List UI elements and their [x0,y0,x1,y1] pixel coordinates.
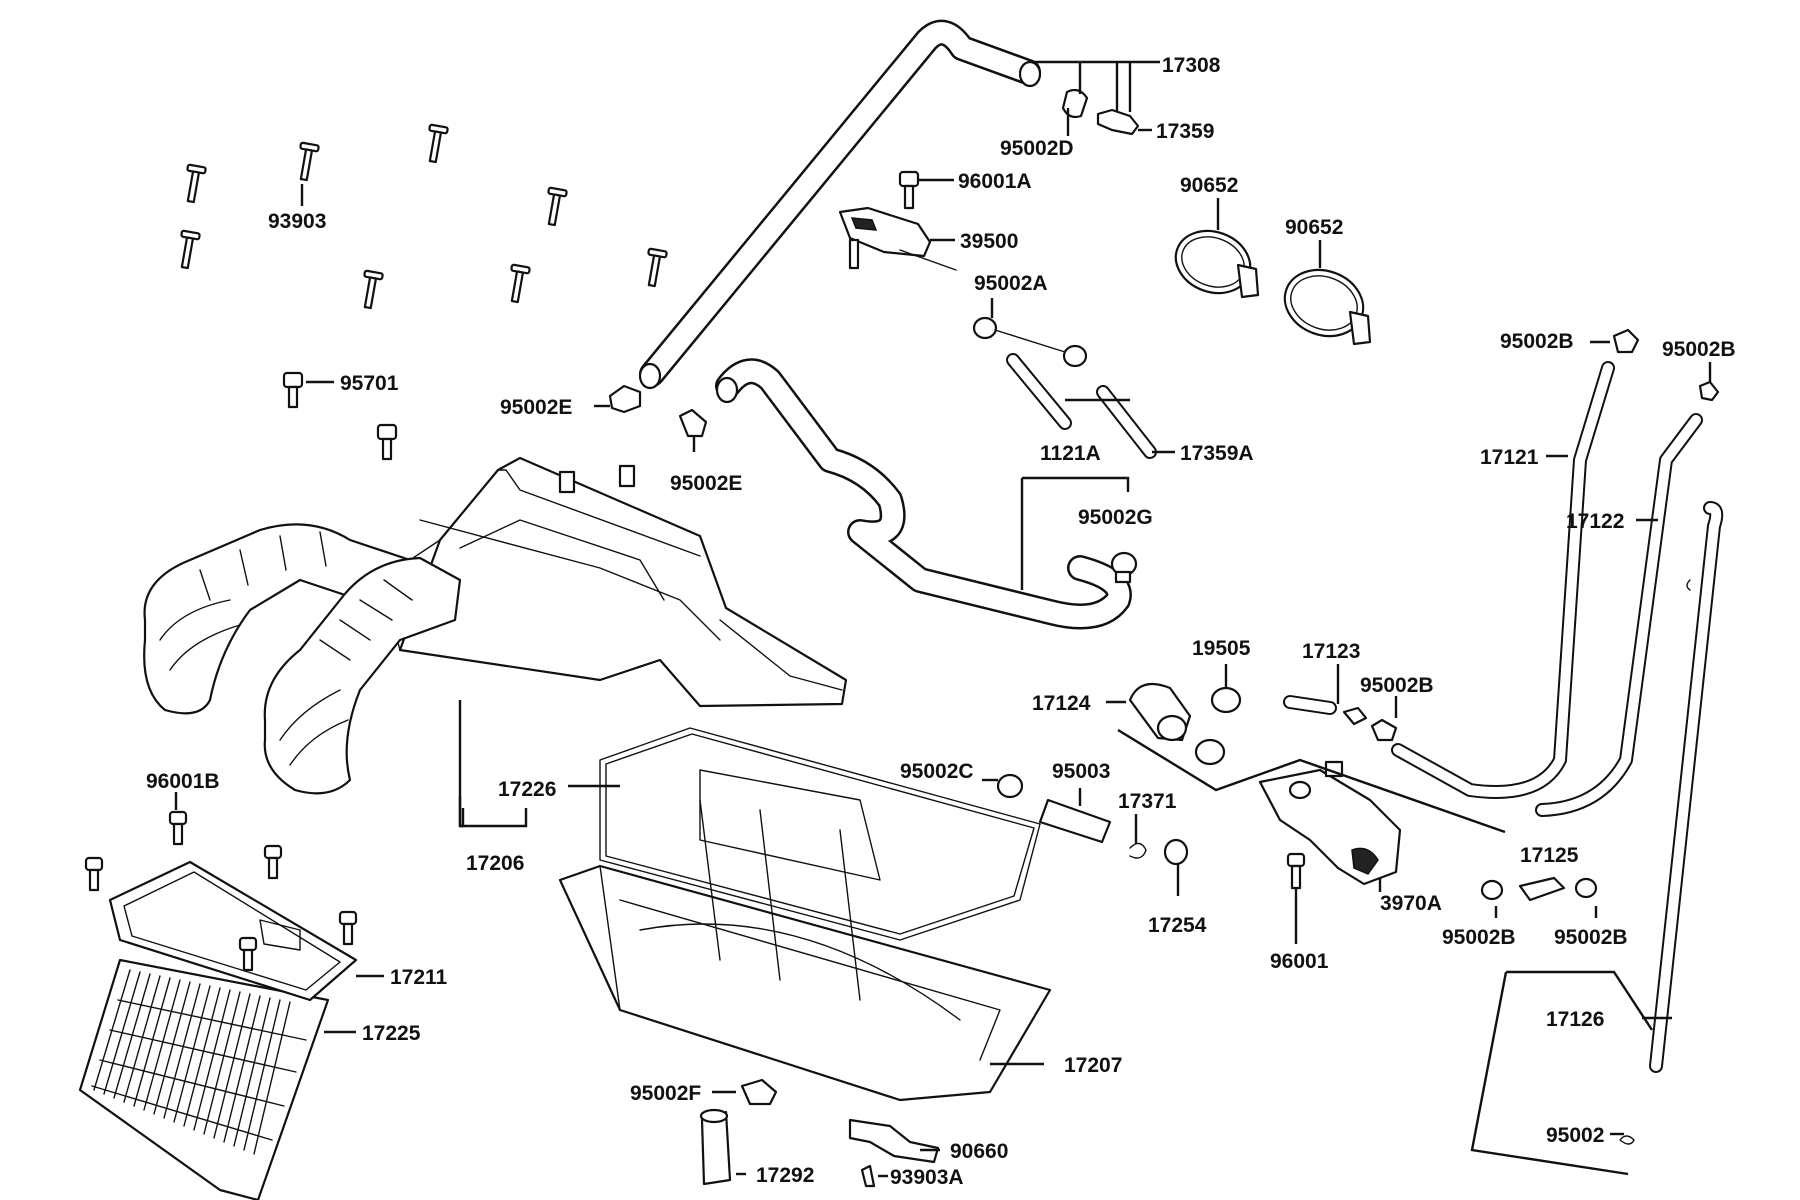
bolt-96001B [84,810,358,972]
label-93903: 93903 [268,210,326,233]
clip-17371 [1129,842,1147,859]
tube-95003 [1038,798,1112,844]
label-17225: 17225 [362,1022,421,1045]
label-95002: 95002 [1546,1124,1604,1147]
label-95002B-low-2: 95002B [1554,926,1628,949]
hoses-17121-17122 [1391,361,1703,817]
label-17254: 17254 [1148,914,1207,937]
hose-1121A [715,358,1132,630]
tee-fitting-17125 [1480,876,1598,902]
label-95002B-mid: 95002B [1360,674,1434,697]
label-3970A: 3970A [1380,892,1442,915]
label-95002C: 95002C [900,760,974,783]
dipstick-17126 [1649,501,1724,1073]
label-95002B-top-2: 95002B [1662,338,1736,361]
label-95002D: 95002D [1000,137,1074,160]
label-95002E-1: 95002E [500,396,572,419]
fitting-17359A [1006,353,1157,459]
label-95002B-top-1: 95002B [1500,330,1574,353]
label-96001: 96001 [1270,950,1329,973]
hose-17123 [1283,695,1368,726]
clamp-95002B-mid [1370,718,1398,742]
clamp-95002 [1619,1135,1635,1145]
label-17308: 17308 [1162,54,1221,77]
label-17126: 17126 [1546,1008,1604,1031]
bolt-96001A [898,170,920,210]
label-17292: 17292 [756,1164,814,1187]
label-95002G: 95002G [1078,506,1153,529]
clamp-95002D [1061,88,1089,119]
airbox-cover-17206 [143,456,848,795]
band-clamp-90652-a [1174,229,1260,299]
label-95002A: 95002A [974,272,1048,295]
valve-3970A [1258,760,1402,886]
label-17359: 17359 [1156,120,1214,143]
gasket-17226 [599,727,1041,941]
clamp-95002E [608,384,708,438]
label-96001B: 96001B [146,770,220,793]
label-17359A: 17359A [1180,442,1254,465]
hose-17124 [1128,682,1192,742]
label-96001A: 96001A [958,170,1032,193]
sensor-39500 [838,206,957,271]
clamp-95002B-top [1612,328,1720,402]
part-labels: 17308 17359 95002D 93903 96001A 39500 90… [146,54,1736,1189]
breather-tube-17308 [638,19,1042,390]
label-17226: 17226 [498,778,556,801]
bolt-96001 [1286,852,1306,890]
label-95002F: 95002F [630,1082,701,1105]
filter-17225 [78,958,330,1200]
clamp-95002A [972,316,1088,368]
grommet-17254 [1163,838,1189,866]
label-90652-b: 90652 [1285,216,1343,239]
label-17122: 17122 [1566,510,1624,533]
label-95002B-low-1: 95002B [1442,926,1516,949]
clamp-95002G [1110,551,1138,584]
filter-frame-17211 [108,860,358,1002]
clamp-19505 [1194,686,1242,766]
label-17125: 17125 [1520,844,1579,867]
fitting-17359 [1096,108,1140,136]
bracket-90660 [848,1118,940,1164]
label-17371: 17371 [1118,790,1177,813]
screw-93903A [860,1164,876,1188]
label-95002E-2: 95002E [670,472,742,495]
label-17207: 17207 [1064,1054,1122,1077]
band-clamp-90652-b [1283,268,1372,346]
label-39500: 39500 [960,230,1018,253]
label-17206: 17206 [466,852,524,875]
label-17124: 17124 [1032,692,1091,715]
label-17123: 17123 [1302,640,1360,663]
label-17121: 17121 [1480,446,1539,469]
screw-group-93903 [180,123,668,310]
label-90660: 90660 [950,1140,1008,1163]
label-95003: 95003 [1052,760,1110,783]
leader-lines [174,60,1712,1178]
airbox-case-17207 [558,769,1052,1102]
label-1121A: 1121A [1040,442,1101,465]
label-90652-a: 90652 [1180,174,1238,197]
label-95701: 95701 [340,372,399,395]
clamp-95002C [996,773,1024,799]
bolt-95701 [282,371,398,461]
label-93903A: 93903A [890,1166,964,1189]
label-17211: 17211 [390,966,448,989]
clamp-95002F [740,1078,778,1106]
tube-17292 [699,1108,732,1186]
label-19505: 19505 [1192,637,1251,660]
